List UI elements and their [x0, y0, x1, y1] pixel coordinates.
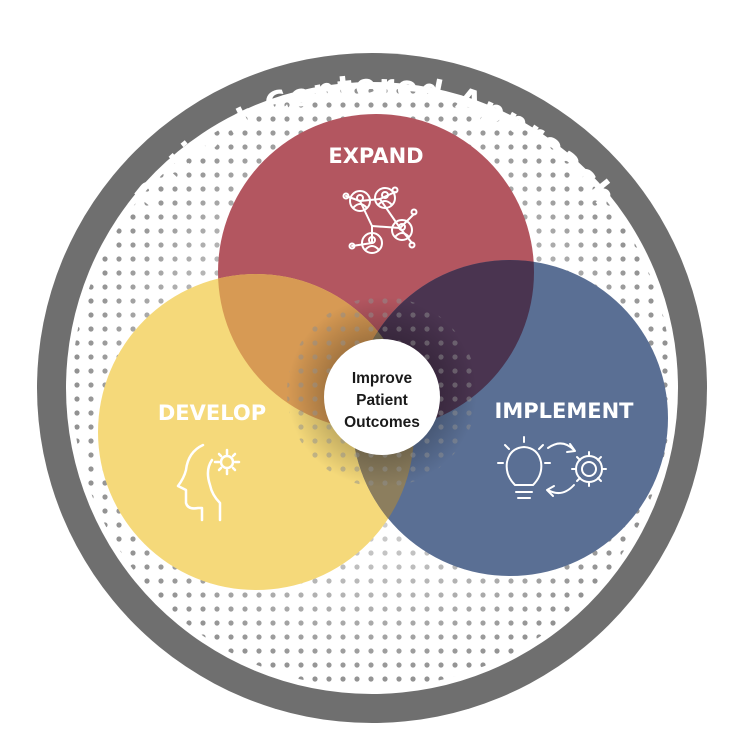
network-people-icon [342, 186, 418, 254]
develop-title: DEVELOP [158, 401, 266, 425]
head-gear-icon [176, 443, 241, 522]
center-line-3: Outcomes [344, 414, 420, 431]
center-circle [324, 339, 440, 455]
lightbulb-gear-icon [497, 436, 607, 499]
center-line-1: Improve [352, 370, 413, 387]
expand-title: EXPAND [328, 144, 423, 168]
center-line-2: Patient [356, 392, 408, 409]
implement-title: IMPLEMENT [495, 399, 635, 423]
